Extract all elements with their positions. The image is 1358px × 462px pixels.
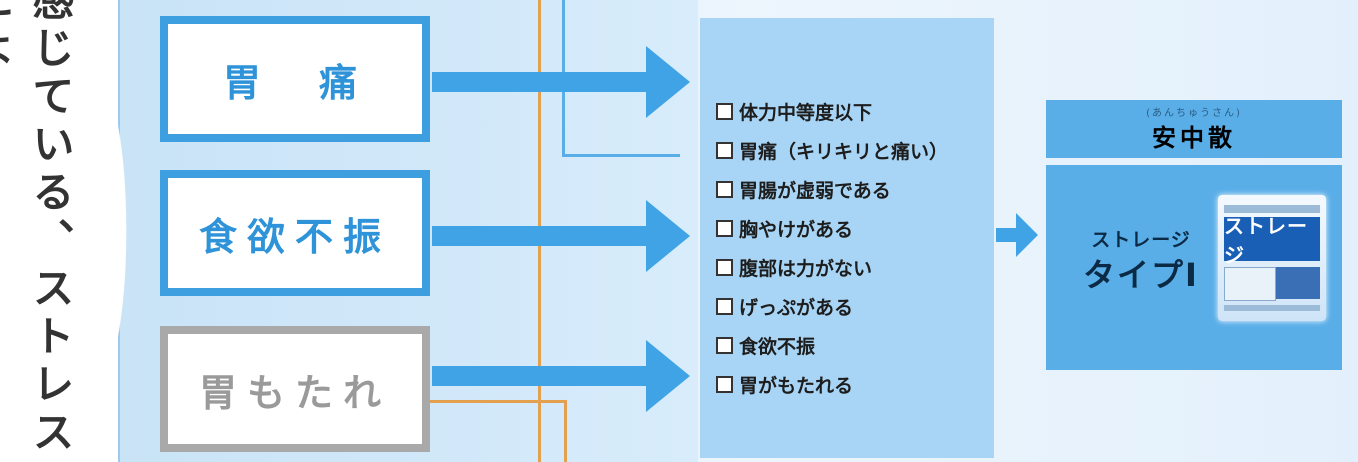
checkbox[interactable] <box>716 259 733 276</box>
checklist-label: 胸やけがある <box>739 215 853 242</box>
checklist: 体力中等度以下 胃痛（キリキリと痛い） 胃腸が虚弱である 胸やけがある 腹部は力… <box>716 92 948 404</box>
side-heading: 感じている、ストレスによ <box>20 0 80 462</box>
checklist-label: 胃がもたれる <box>739 371 853 398</box>
brand-line-1: ストレージ <box>1066 225 1216 252</box>
arrow-right-icon <box>646 200 690 272</box>
checklist-label: 胃腸が虚弱である <box>739 176 891 203</box>
package-label <box>1276 267 1320 299</box>
checklist-panel: 体力中等度以下 胃痛（キリキリと痛い） 胃腸が虚弱である 胸やけがある 腹部は力… <box>700 18 994 458</box>
brand-line-2: タイプI <box>1066 250 1216 296</box>
product-package-image: ストレージ <box>1218 195 1326 321</box>
list-item[interactable]: げっぷがある <box>716 287 948 326</box>
checkbox[interactable] <box>716 298 733 315</box>
connector-line <box>430 400 566 403</box>
list-item[interactable]: 体力中等度以下 <box>716 92 948 131</box>
symptom-card-appetite-loss: 食欲不振 <box>160 170 430 296</box>
list-item[interactable]: 胃腸が虚弱である <box>716 170 948 209</box>
arrow-right-icon <box>1016 213 1038 257</box>
product-name: 安中散 <box>1046 118 1342 153</box>
brand-name: ストレージ タイプI <box>1066 225 1216 296</box>
checklist-label: げっぷがある <box>739 293 853 320</box>
checkbox[interactable] <box>716 337 733 354</box>
product-ruby: (あんちゅうさん) <box>1046 104 1342 119</box>
product-header: (あんちゅうさん) 安中散 <box>1046 100 1342 158</box>
symptom-card-stomach-pain: 胃 痛 <box>160 16 430 142</box>
connector-line <box>562 154 680 157</box>
checkbox[interactable] <box>716 220 733 237</box>
arrow-right-icon <box>646 46 690 118</box>
arrow-shaft <box>996 228 1018 242</box>
list-item[interactable]: 胃がもたれる <box>716 365 948 404</box>
checklist-label: 体力中等度以下 <box>739 98 872 125</box>
checklist-label: 食欲不振 <box>739 332 815 359</box>
package-stripe <box>1224 305 1320 311</box>
checkbox[interactable] <box>716 103 733 120</box>
list-item[interactable]: 胸やけがある <box>716 209 948 248</box>
list-item[interactable]: 腹部は力がない <box>716 248 948 287</box>
checkbox[interactable] <box>716 142 733 159</box>
checkbox[interactable] <box>716 181 733 198</box>
package-label <box>1224 267 1276 301</box>
product-panel[interactable]: ストレージ タイプI ストレージ <box>1046 165 1342 370</box>
arrow-shaft <box>432 72 650 92</box>
checklist-label: 胃痛（キリキリと痛い） <box>739 137 948 164</box>
side-strip: 感じている、ストレスによ <box>0 0 120 462</box>
package-logo: ストレージ <box>1224 217 1320 261</box>
list-item[interactable]: 胃痛（キリキリと痛い） <box>716 131 948 170</box>
symptom-card-heavy-stomach: 胃もたれ <box>160 326 430 452</box>
arrow-right-icon <box>646 340 690 412</box>
arrow-shaft <box>432 226 650 246</box>
checkbox[interactable] <box>716 376 733 393</box>
arrow-shaft <box>432 366 650 386</box>
connector-line <box>564 400 567 462</box>
checklist-label: 腹部は力がない <box>739 254 872 281</box>
list-item[interactable]: 食欲不振 <box>716 326 948 365</box>
